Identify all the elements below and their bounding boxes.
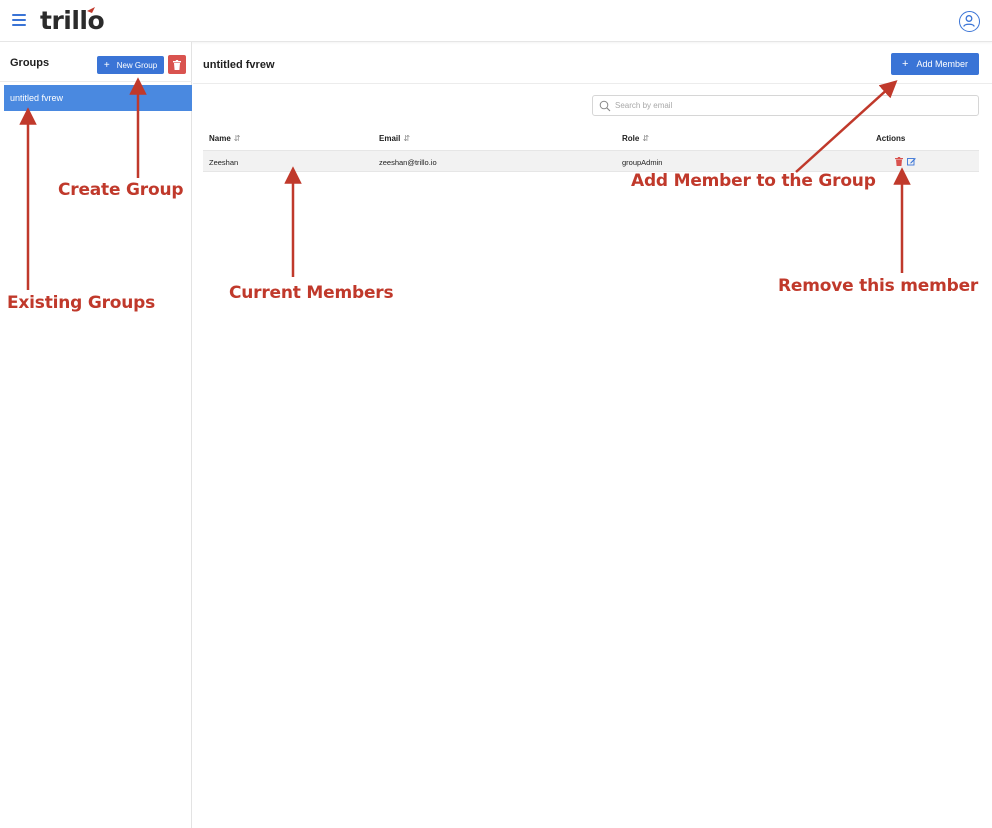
annotation-remove-member: Remove this member	[778, 276, 979, 296]
brand-logo: trillo	[40, 6, 105, 35]
member-email: zeeshan@trillo.io	[379, 158, 437, 167]
new-group-button[interactable]: + New Group	[97, 56, 164, 74]
column-header-role[interactable]: Role⇵	[622, 134, 650, 143]
annotation-existing-groups: Existing Groups	[7, 293, 156, 313]
new-group-label: New Group	[116, 60, 158, 70]
menu-icon[interactable]	[12, 11, 30, 31]
groups-title: Groups	[10, 57, 50, 69]
sort-icon: ⇵	[403, 134, 411, 143]
annotation-add-member: Add Member to the Group	[631, 171, 876, 191]
plus-icon: +	[103, 59, 110, 71]
search-icon	[599, 100, 611, 112]
delete-group-button[interactable]	[168, 55, 186, 74]
edit-icon[interactable]	[907, 157, 916, 166]
sidebar-header: Groups + New Group	[0, 42, 192, 82]
annotation-create-group: Create Group	[58, 180, 184, 200]
brand-mark-icon	[87, 7, 95, 13]
trash-icon	[173, 59, 181, 70]
plus-icon: +	[902, 58, 909, 70]
top-bar: trillo	[0, 0, 992, 42]
sort-icon: ⇵	[233, 134, 241, 143]
trash-icon[interactable]	[895, 157, 903, 166]
main-header: untitled fvrew + Add Member	[193, 42, 992, 84]
group-detail-panel: untitled fvrew + Add Member Name⇵ Email⇵…	[193, 42, 992, 828]
group-list-item[interactable]: untitled fvrew	[4, 85, 192, 111]
group-title: untitled fvrew	[203, 59, 275, 71]
table-row: Zeeshan zeeshan@trillo.io groupAdmin	[203, 150, 979, 172]
member-name: Zeeshan	[209, 158, 239, 167]
sort-icon: ⇵	[642, 134, 650, 143]
member-role: groupAdmin	[622, 158, 663, 167]
groups-sidebar: Groups + New Group untitled fvrew	[0, 42, 192, 828]
add-member-label: Add Member	[916, 59, 968, 69]
add-member-button[interactable]: + Add Member	[891, 53, 979, 75]
search-box	[592, 95, 979, 116]
column-header-email[interactable]: Email⇵	[379, 134, 411, 143]
search-input[interactable]	[615, 97, 975, 114]
column-header-name[interactable]: Name⇵	[209, 134, 241, 143]
annotation-current-members: Current Members	[229, 283, 394, 303]
user-avatar-icon[interactable]	[959, 11, 980, 32]
column-header-actions: Actions	[876, 134, 906, 143]
